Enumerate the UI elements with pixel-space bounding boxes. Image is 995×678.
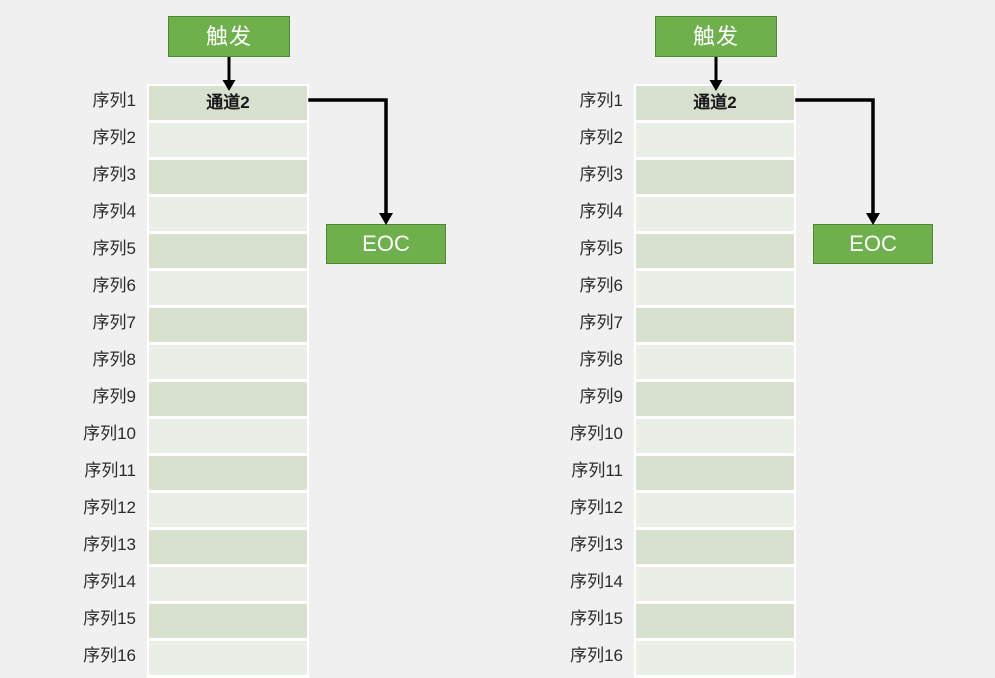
sequence-label: 序列2 xyxy=(92,128,136,147)
sequence-slot-cell[interactable] xyxy=(636,493,794,527)
sequence-label: 序列1 xyxy=(579,91,623,110)
sequence-label: 序列14 xyxy=(83,572,136,591)
sequence-label: 序列12 xyxy=(83,498,136,517)
sequence-label: 序列8 xyxy=(92,350,136,369)
sequence-label: 序列13 xyxy=(83,535,136,554)
sequence-label: 序列3 xyxy=(579,165,623,184)
sequence-label: 序列2 xyxy=(579,128,623,147)
trigger-box-right[interactable]: 触发 xyxy=(655,16,777,57)
sequence-slot-cell[interactable] xyxy=(149,345,307,379)
channel-header-cell[interactable]: 通道2 xyxy=(636,86,794,120)
sequence-label: 序列5 xyxy=(92,239,136,258)
sequence-label: 序列6 xyxy=(579,276,623,295)
sequence-slot-cell[interactable] xyxy=(149,604,307,638)
sequence-label: 序列6 xyxy=(92,276,136,295)
sequence-label: 序列3 xyxy=(92,165,136,184)
sequence-label: 序列14 xyxy=(570,572,623,591)
sequence-slot-cell[interactable] xyxy=(636,382,794,416)
sequence-label: 序列11 xyxy=(84,461,136,480)
sequence-slot-cell[interactable] xyxy=(149,456,307,490)
sequence-label: 序列16 xyxy=(83,646,136,665)
sequence-label-column-right: 序列1 序列2 序列3 序列4 序列5 序列6 序列7 序列8 序列9 序列10 序列11 序列12 序… xyxy=(487,84,623,676)
sequence-slot-cell[interactable] xyxy=(636,123,794,157)
sequence-label: 序列9 xyxy=(92,387,136,406)
sequence-label: 序列16 xyxy=(570,646,623,665)
sequence-label: 序列10 xyxy=(570,424,623,443)
channel-header-cell[interactable]: 通道2 xyxy=(149,86,307,120)
sequence-label: 序列11 xyxy=(571,461,623,480)
sequence-slot-cell[interactable] xyxy=(636,456,794,490)
sequence-label: 序列15 xyxy=(570,609,623,628)
sequence-slot-cell[interactable] xyxy=(149,197,307,231)
sequence-slot-cell[interactable] xyxy=(149,308,307,342)
sequence-slot-cell[interactable] xyxy=(149,271,307,305)
sequence-slot-cell[interactable] xyxy=(149,493,307,527)
sequence-slot-cell[interactable] xyxy=(149,641,307,675)
channel-table-right: 通道2 xyxy=(634,84,796,678)
channel-to-eoc-arrow xyxy=(308,98,393,225)
sequence-slot-cell[interactable] xyxy=(636,567,794,601)
sequence-label: 序列13 xyxy=(570,535,623,554)
trigger-box-left[interactable]: 触发 xyxy=(168,16,290,57)
sequence-slot-cell[interactable] xyxy=(149,234,307,268)
sequence-label: 序列4 xyxy=(92,202,136,221)
sequence-label: 序列9 xyxy=(579,387,623,406)
sequence-slot-cell[interactable] xyxy=(636,604,794,638)
sequence-slot-cell[interactable] xyxy=(149,160,307,194)
sequence-slot-cell[interactable] xyxy=(636,308,794,342)
sequence-slot-cell[interactable] xyxy=(636,197,794,231)
sequence-slot-cell[interactable] xyxy=(636,641,794,675)
sequence-label: 序列7 xyxy=(579,313,623,332)
sequence-label: 序列7 xyxy=(92,313,136,332)
sequence-slot-cell[interactable] xyxy=(636,419,794,453)
sequence-label: 序列4 xyxy=(579,202,623,221)
sequence-slot-cell[interactable] xyxy=(149,123,307,157)
channel-to-eoc-arrow xyxy=(795,98,880,225)
sequence-slot-cell[interactable] xyxy=(636,345,794,379)
sequence-label: 序列5 xyxy=(579,239,623,258)
sequence-label-column-left: 序列1 序列2 序列3 序列4 序列5 序列6 序列7 序列8 序列9 序列10 序列11 序列12 序… xyxy=(0,84,136,676)
sequence-slot-cell[interactable] xyxy=(636,530,794,564)
sequence-slot-cell[interactable] xyxy=(636,160,794,194)
sequence-label: 序列8 xyxy=(579,350,623,369)
eoc-box-left[interactable]: EOC xyxy=(326,224,446,264)
sequence-label: 序列10 xyxy=(83,424,136,443)
sequence-slot-cell[interactable] xyxy=(149,382,307,416)
sequence-label: 序列1 xyxy=(92,91,136,110)
sequence-slot-cell[interactable] xyxy=(636,234,794,268)
channel-table-left: 通道2 xyxy=(147,84,309,678)
sequence-slot-cell[interactable] xyxy=(636,271,794,305)
eoc-box-right[interactable]: EOC xyxy=(813,224,933,264)
sequence-slot-cell[interactable] xyxy=(149,530,307,564)
sequence-slot-cell[interactable] xyxy=(149,419,307,453)
sequence-label: 序列12 xyxy=(570,498,623,517)
sequence-slot-cell[interactable] xyxy=(149,567,307,601)
sequence-label: 序列15 xyxy=(83,609,136,628)
